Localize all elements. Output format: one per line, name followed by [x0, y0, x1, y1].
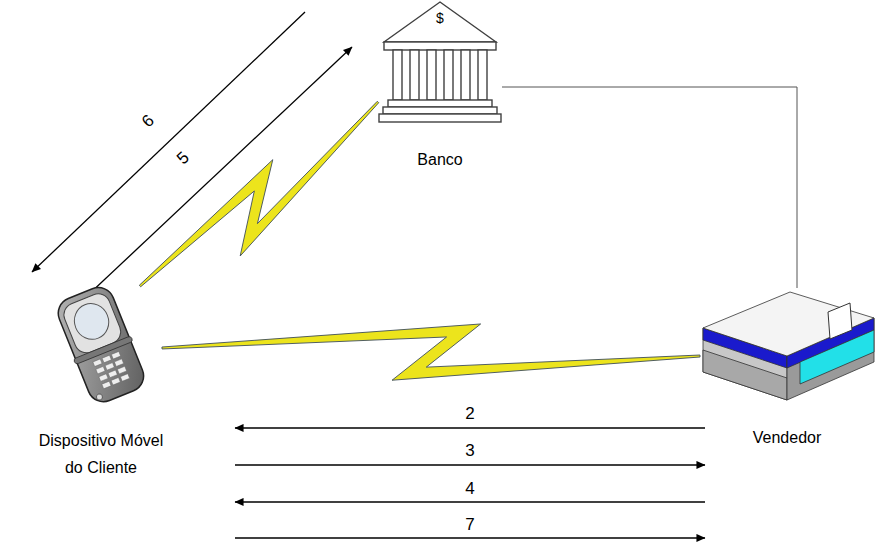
callout-number: 2 [465, 405, 474, 422]
callout-number: 5 [174, 149, 193, 168]
wireless-link [162, 324, 700, 380]
vendor-terminal: Vendedor [700, 288, 874, 402]
bank-building [379, 2, 501, 122]
wired-link [502, 87, 797, 288]
arrow-line [235, 501, 705, 502]
node-label: Banco [417, 150, 462, 170]
callout-number: 3 [465, 442, 474, 459]
callout-number: 7 [465, 516, 474, 533]
arrow-line [235, 427, 705, 428]
bank-symbol: $ [436, 11, 444, 25]
callout-number: 4 [465, 480, 474, 497]
node-label: Dispositivo Móvel do Cliente [31, 427, 171, 481]
node-label: Vendedor [753, 428, 822, 448]
phone-drawing [52, 282, 151, 407]
mobile-device: Dispositivo Móvel do Cliente [40, 286, 162, 402]
callout-number: 6 [139, 112, 158, 131]
vendor-terminal-drawing [703, 292, 874, 400]
wireless-link [139, 101, 378, 286]
arrow-line [235, 537, 705, 538]
arrow-line [235, 464, 705, 465]
message-arrows [32, 12, 705, 538]
bank-icon: $Banco [378, 2, 502, 124]
arrow-line [32, 12, 305, 272]
